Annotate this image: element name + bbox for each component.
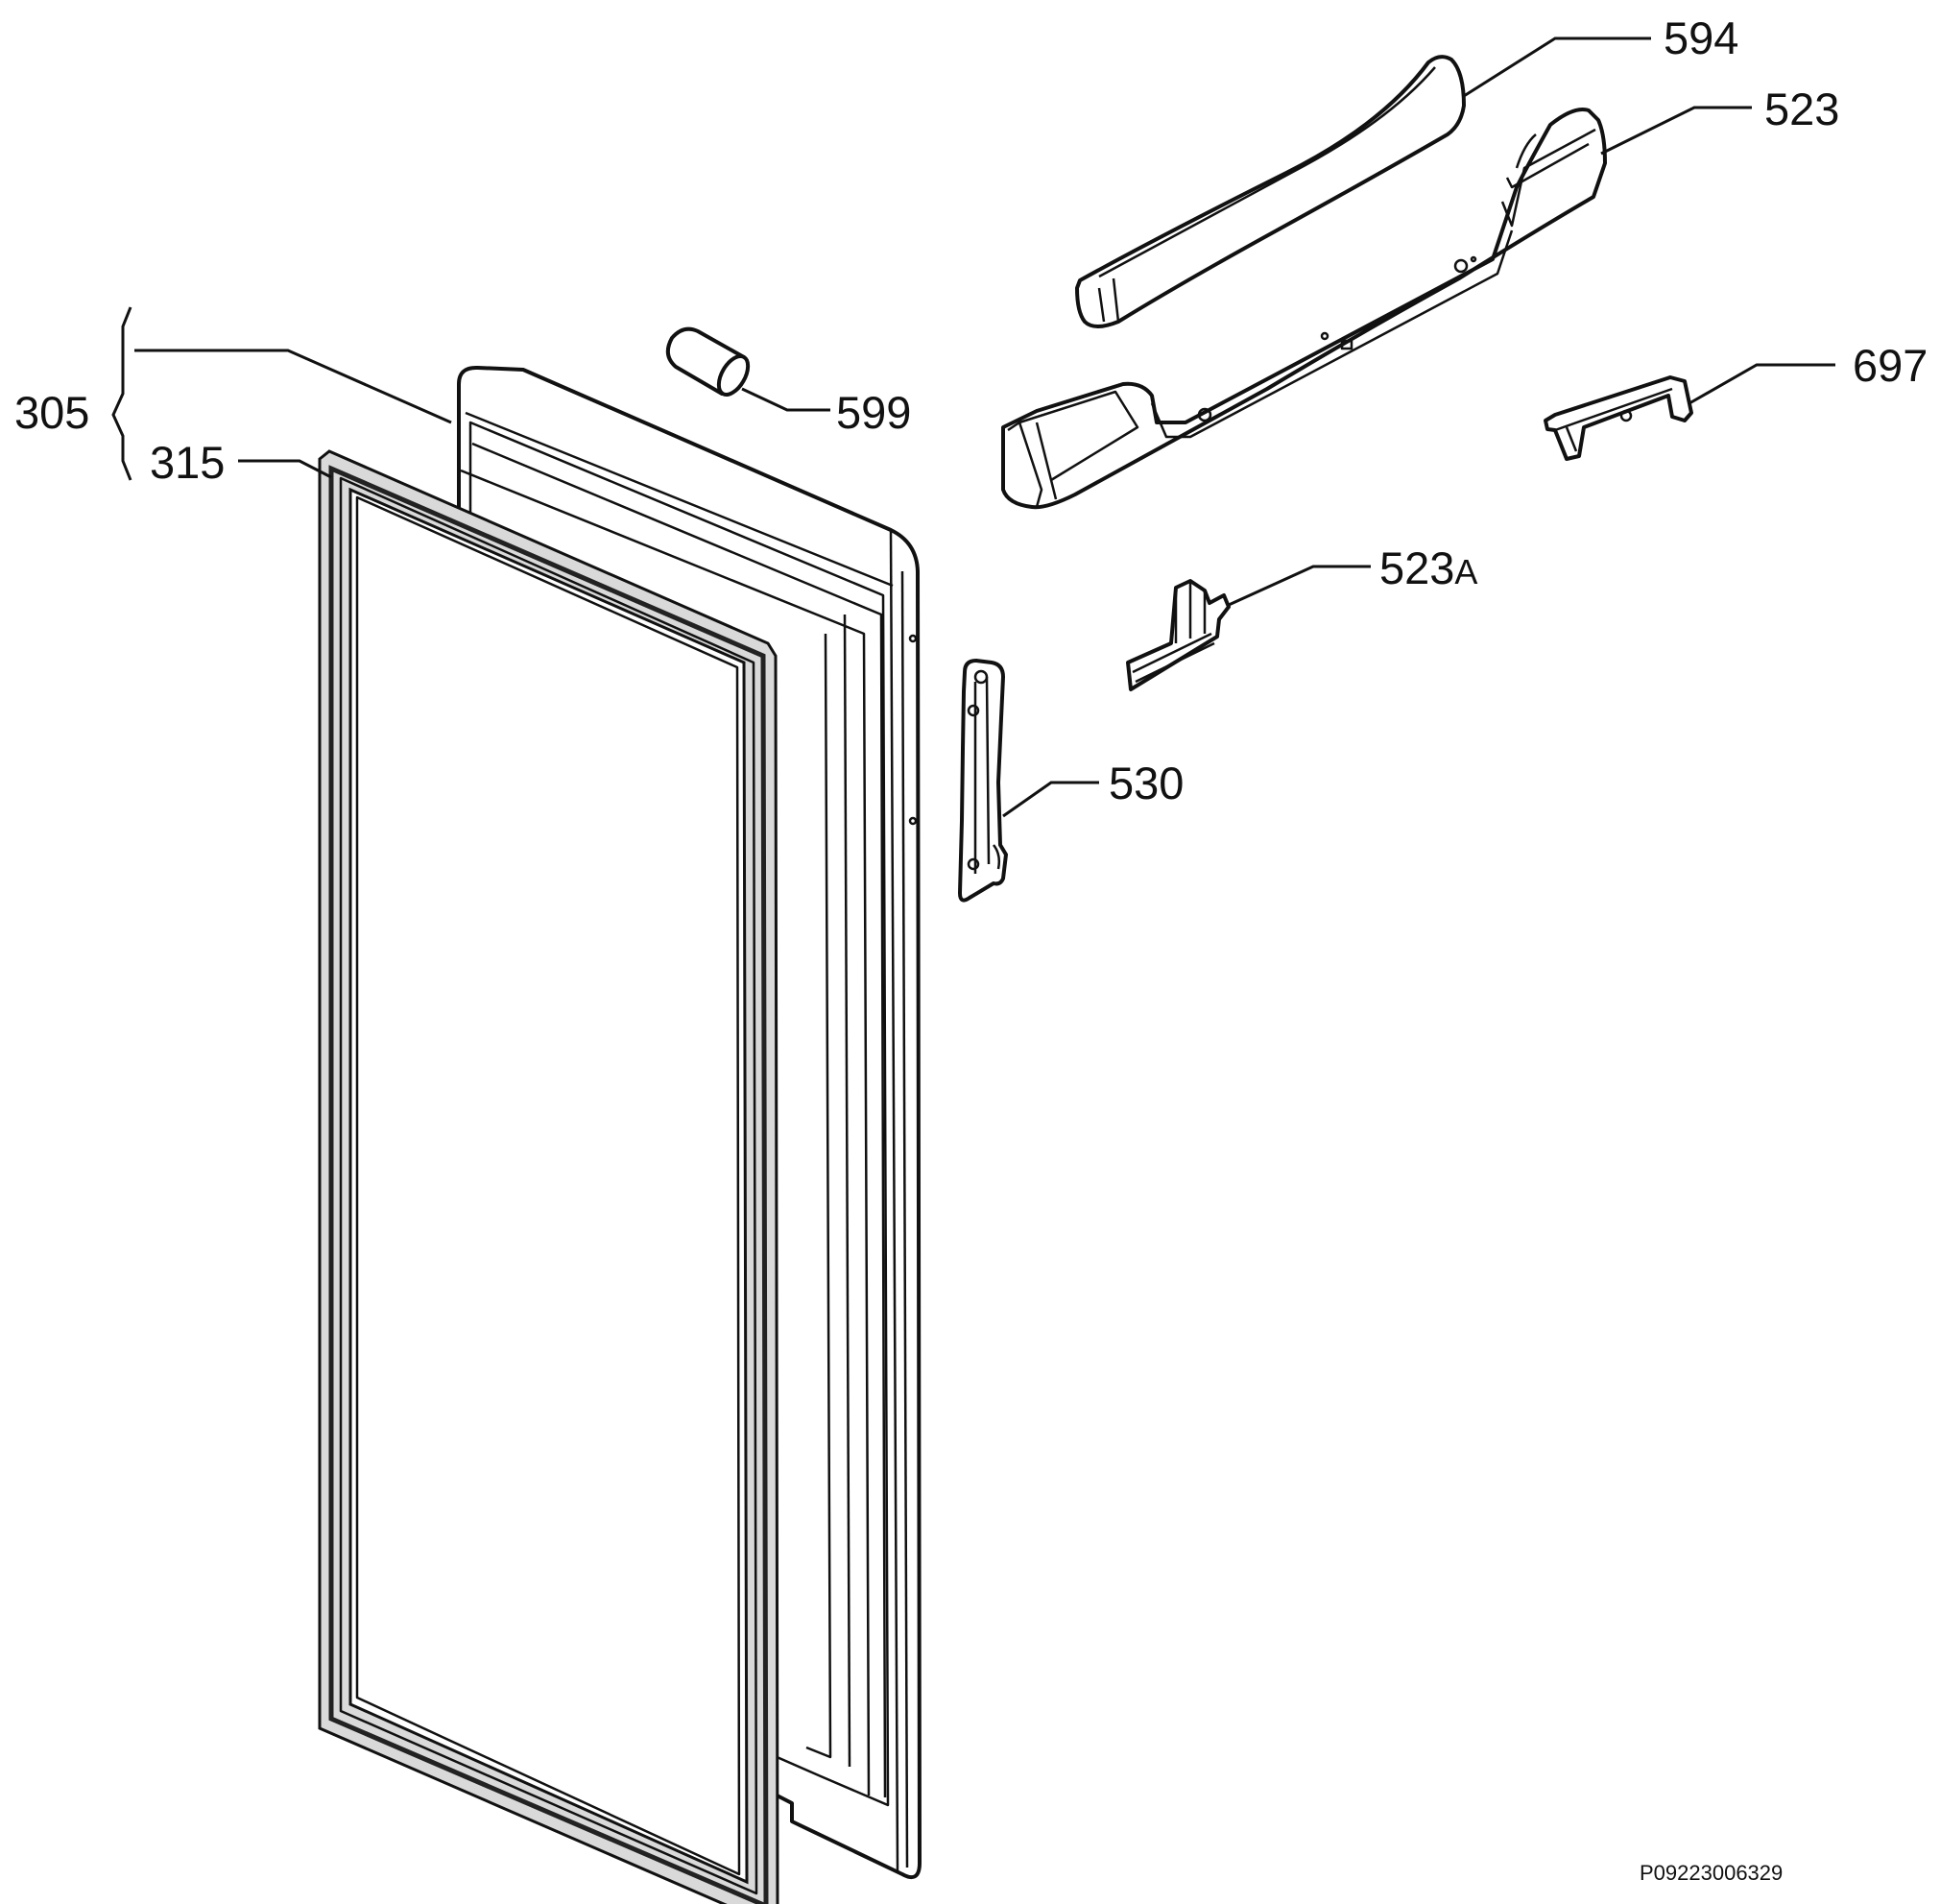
- clip-523a: [1126, 579, 1231, 691]
- callout-599: 599: [836, 387, 911, 438]
- bracket-697: [1544, 375, 1693, 461]
- callout-315: 315: [150, 437, 225, 488]
- callout-523a-number: 523: [1379, 542, 1454, 593]
- door-gasket-315: [318, 449, 779, 1904]
- drawing-number: P09223006329: [1640, 1861, 1783, 1885]
- handle-cover-594: [1075, 55, 1466, 328]
- callout-523a: 523A: [1379, 542, 1477, 593]
- handle-523: [1001, 108, 1607, 510]
- callout-523a-suffix: A: [1454, 552, 1477, 591]
- callout-523: 523: [1764, 84, 1839, 134]
- hinge-530: [958, 659, 1008, 903]
- leader-lines: [111, 36, 1835, 818]
- callout-530: 530: [1109, 758, 1184, 808]
- callout-305: 305: [14, 387, 89, 438]
- callout-594: 594: [1664, 12, 1738, 63]
- callout-697: 697: [1853, 340, 1928, 391]
- hinge-pin-599: [665, 326, 751, 397]
